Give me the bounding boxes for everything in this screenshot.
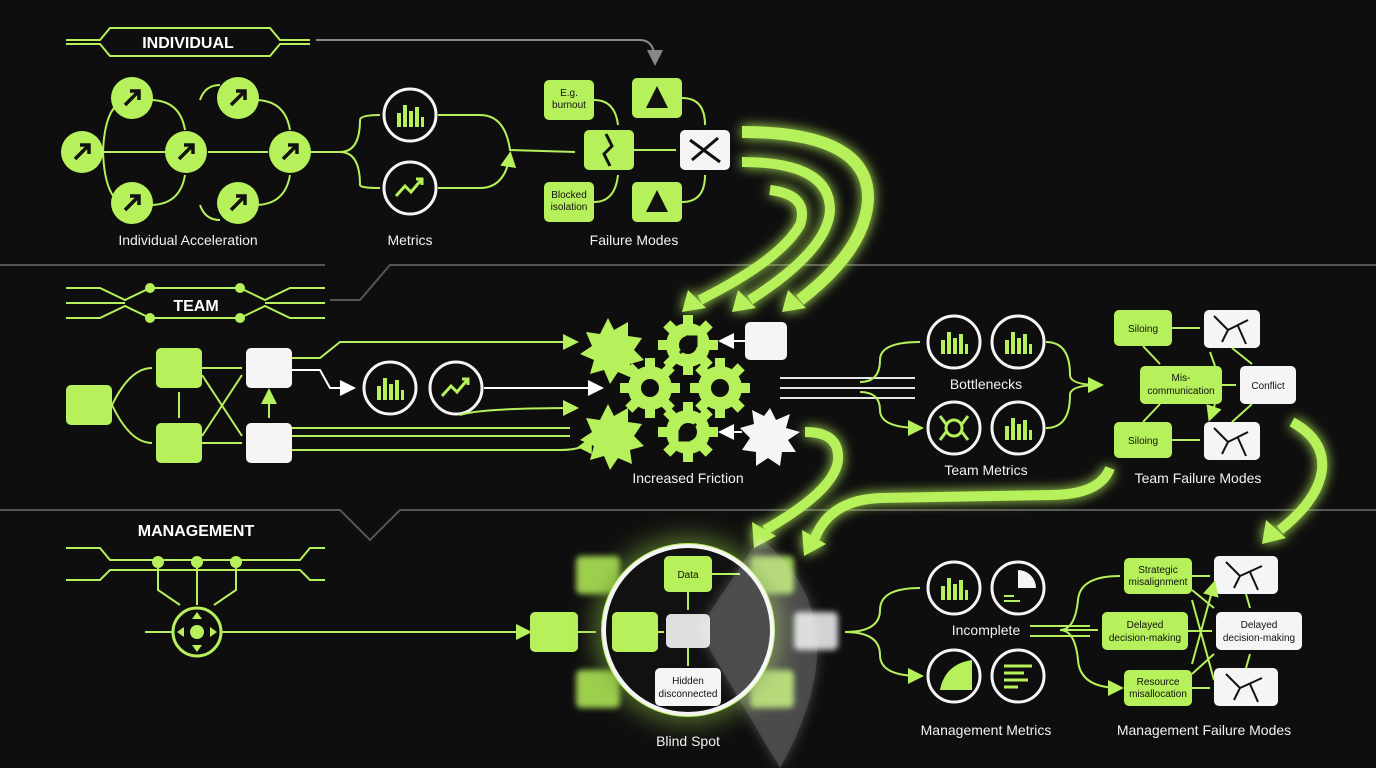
caption-team-failure-modes: Team Failure Modes: [1135, 470, 1262, 486]
team-flow-link: [459, 400, 579, 417]
bar-chart-icon: [990, 314, 1046, 370]
arrow-up-right-icon: [163, 129, 209, 175]
section-header-management: MANAGEMENT: [66, 523, 325, 606]
flow-arrows-individual-to-team: [682, 126, 875, 312]
blind-spot: Data Hidden disconnected: [530, 537, 838, 768]
caption-blind-spot: Blind Spot: [656, 733, 720, 749]
gear-icon: [690, 358, 750, 418]
team-flow-network: [66, 334, 590, 463]
caption-team-metrics: Team Metrics: [944, 462, 1027, 478]
starburst-icon: [580, 318, 644, 384]
box-siloing-2: [1114, 422, 1172, 458]
box-miscommunication: [1140, 366, 1222, 404]
incomplete-link: [1030, 625, 1090, 637]
box-resource-misallocation: [1124, 670, 1192, 706]
box-data: Data: [677, 570, 699, 581]
box-hidden-line2: disconnected: [659, 689, 718, 700]
increased-friction-cluster: [580, 315, 915, 470]
gear-icon: [620, 358, 680, 418]
arrow-up-right-icon: [109, 75, 155, 121]
starburst-icon: [580, 404, 644, 470]
management-label: MANAGEMENT: [138, 523, 255, 540]
pie-chart-icon: [990, 560, 1046, 616]
section-header-individual: INDIVIDUAL: [66, 27, 310, 57]
box-hidden-line1: Hidden: [672, 676, 704, 687]
svg-text:communication: communication: [1147, 386, 1214, 397]
svg-text:misallocation: misallocation: [1129, 689, 1187, 700]
section-divider-1: [0, 264, 1376, 301]
box-blocked-line1: Blocked: [551, 190, 587, 201]
section-header-team: TEAM: [66, 283, 325, 323]
box-blocked-line2: isolation: [551, 202, 588, 213]
arrow-up-right-icon: [215, 75, 261, 121]
svg-text:Resource: Resource: [1137, 677, 1180, 688]
team-label: TEAM: [173, 298, 218, 315]
svg-text:Siloing: Siloing: [1128, 324, 1158, 335]
individual-acceleration-network: [59, 75, 340, 226]
box-delayed-decision-making-left: [1102, 612, 1188, 650]
svg-text:Delayed: Delayed: [1127, 620, 1164, 631]
arrow-up-right-icon: [267, 129, 313, 175]
caption-individual-acceleration: Individual Acceleration: [118, 232, 257, 248]
trend-line-icon: [382, 160, 438, 216]
list-icon: [990, 648, 1046, 704]
team-failure-modes: Siloing Siloing Mis- communication Confl…: [1114, 310, 1296, 460]
box-siloing-1: [1114, 310, 1172, 346]
bar-chart-icon: [362, 360, 418, 416]
management-dial: [145, 606, 528, 658]
arrow-up-right-icon: [215, 180, 261, 226]
svg-text:decision-making: decision-making: [1223, 633, 1295, 644]
arrow-up-right-icon: [109, 180, 155, 226]
metrics-to-failure: [438, 114, 576, 189]
arrow-up-right-icon: [59, 129, 105, 175]
caption-management-failure-modes: Management Failure Modes: [1117, 722, 1291, 738]
svg-text:decision-making: decision-making: [1109, 633, 1181, 644]
individual-label: INDIVIDUAL: [142, 35, 234, 52]
box-delayed-decision-making-right: [1216, 612, 1302, 650]
svg-text:Strategic: Strategic: [1138, 565, 1177, 576]
box-eg-burnout: [544, 80, 594, 120]
svg-text:Conflict: Conflict: [1251, 381, 1285, 392]
shattered-icon: [1214, 668, 1278, 706]
caption-management-metrics: Management Metrics: [921, 722, 1052, 738]
bar-chart-icon: [382, 87, 438, 143]
flow-arrows-team-to-management: [752, 417, 1328, 556]
svg-text:Mis-: Mis-: [1172, 373, 1191, 384]
bar-chart-icon: [926, 560, 982, 616]
bar-chart-icon: [926, 314, 982, 370]
svg-text:Delayed: Delayed: [1241, 620, 1278, 631]
shattered-icon: [1214, 556, 1278, 594]
box-eg-burnout-line1: E.g.: [560, 88, 578, 99]
hexagon-dial-icon: [926, 400, 982, 456]
management-metrics-split: [844, 587, 920, 676]
box-eg-burnout-line2: burnout: [552, 100, 586, 111]
team-metrics-split: [859, 341, 920, 428]
caption-failure-modes: Failure Modes: [590, 232, 679, 248]
svg-text:Siloing: Siloing: [1128, 436, 1158, 447]
caption-incomplete: Incomplete: [952, 622, 1021, 638]
box-conflict: [1240, 366, 1296, 404]
box-strategic-misalignment: [1124, 558, 1192, 594]
team-metrics-to-failure: [1045, 341, 1100, 429]
shattered-icon: [740, 408, 800, 466]
trend-line-icon: [428, 360, 484, 416]
individual-failure-modes: E.g. burnout Blocked isolation: [544, 78, 730, 222]
management-failure-modes: Strategic misalignment Delayed decision-…: [1059, 556, 1302, 706]
caption-increased-friction: Increased Friction: [632, 470, 743, 486]
box-blocked-isolation: [544, 182, 594, 222]
caption-metrics: Metrics: [387, 232, 432, 248]
section-divider-2: [0, 509, 1376, 542]
individual-connector: [316, 39, 663, 66]
bar-chart-icon: [990, 400, 1046, 456]
pie-chart-icon: [926, 648, 982, 704]
caption-bottlenecks: Bottlenecks: [950, 376, 1022, 392]
metrics-link: [339, 114, 381, 189]
svg-text:misalignment: misalignment: [1129, 577, 1188, 588]
